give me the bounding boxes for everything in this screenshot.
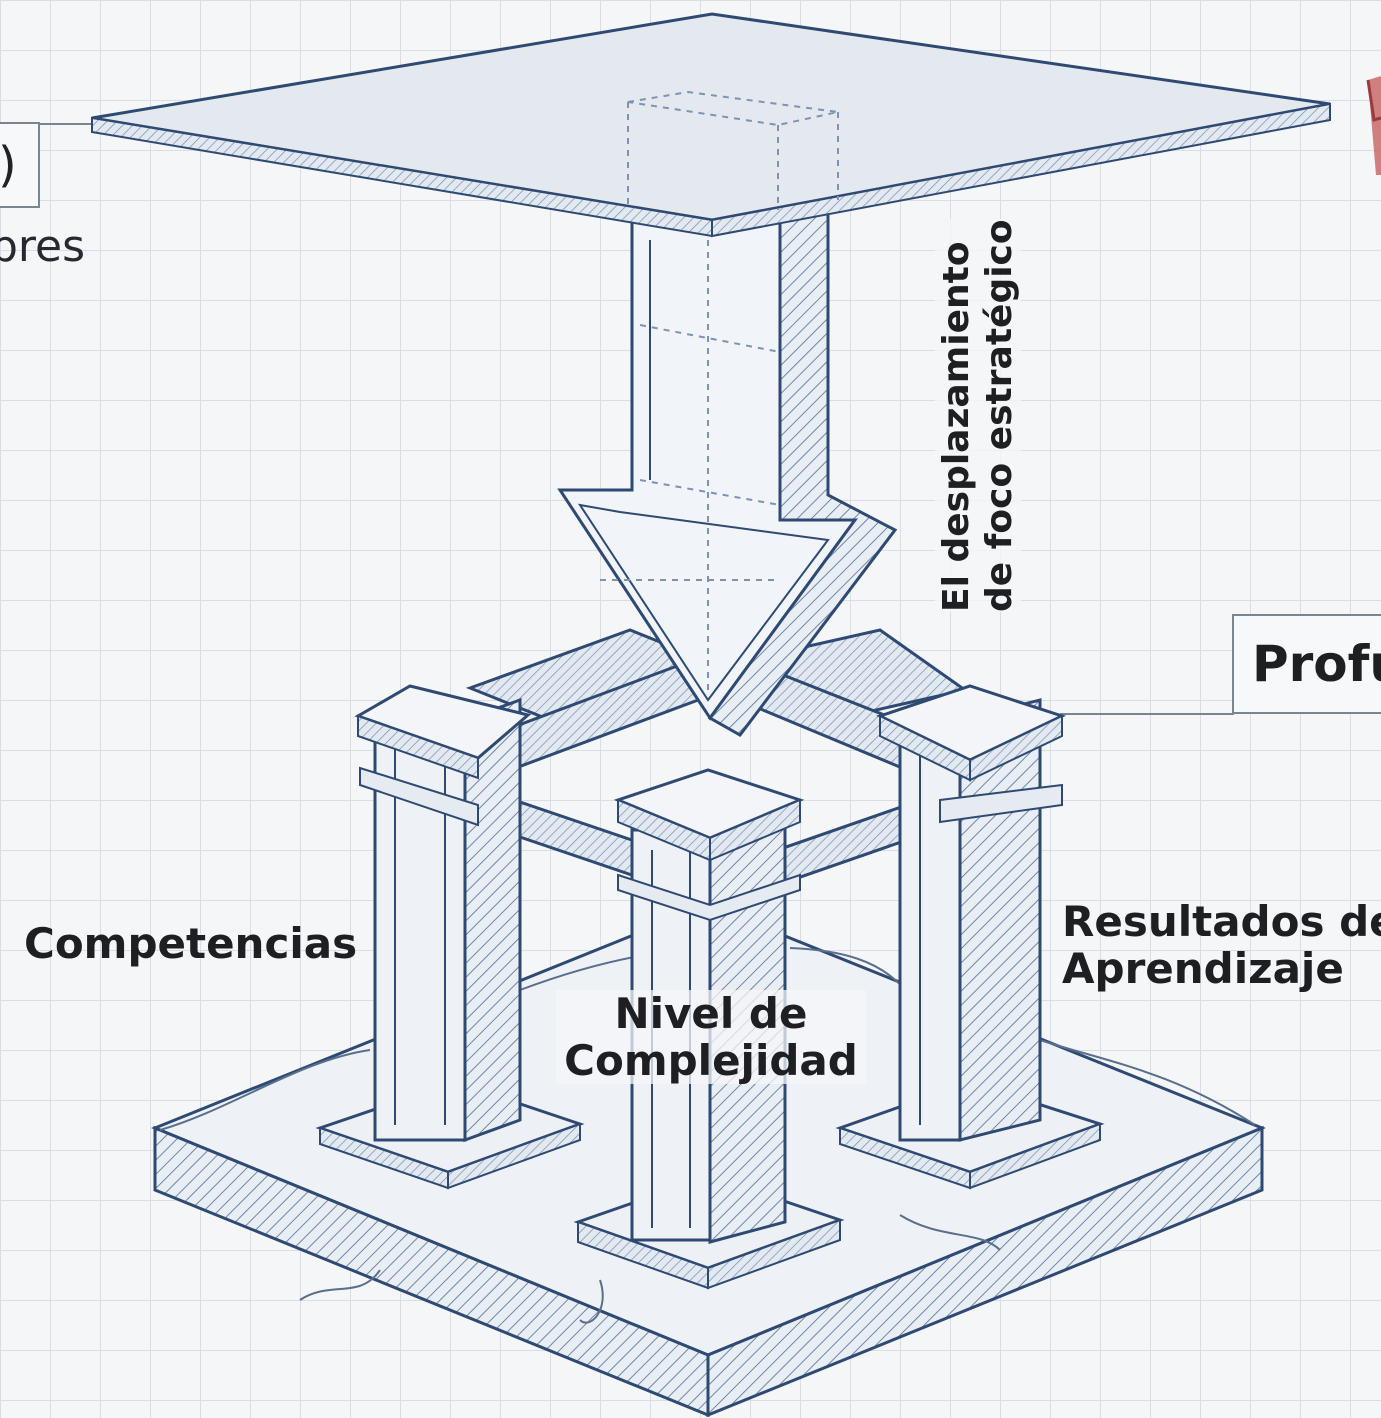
label-resultados-de-aprendizaje: Resultados de Aprendizaje — [1062, 898, 1381, 992]
label-desplazamiento-line2: de foco estratégico — [979, 219, 1021, 612]
partial-right-label: Profu — [1252, 635, 1381, 693]
label-nivel-de-complejidad: Nivel de Complejidad — [556, 990, 866, 1084]
label-nivel-line1: Nivel de — [614, 989, 808, 1038]
label-desplazamiento-line1: El desplazamiento — [936, 241, 977, 612]
pillar-left — [315, 684, 585, 1190]
pillar-right — [835, 684, 1105, 1190]
label-resultados-line2: Aprendizaje — [1062, 944, 1344, 994]
partial-left-box: ) — [0, 122, 40, 208]
partial-right-box — [1232, 614, 1381, 714]
top-plate — [91, 12, 1331, 238]
label-resultados-line1: Resultados de — [1062, 897, 1381, 946]
label-nivel-line2: Complejidad — [564, 1036, 858, 1086]
label-competencias: Competencias — [24, 919, 358, 968]
label-desplazamiento-foco: El desplazamiento de foco estratégico — [935, 219, 1022, 612]
partial-left-text: bres — [0, 221, 86, 272]
red-accent-fragment — [1366, 76, 1381, 175]
downward-arrow — [557, 208, 898, 737]
